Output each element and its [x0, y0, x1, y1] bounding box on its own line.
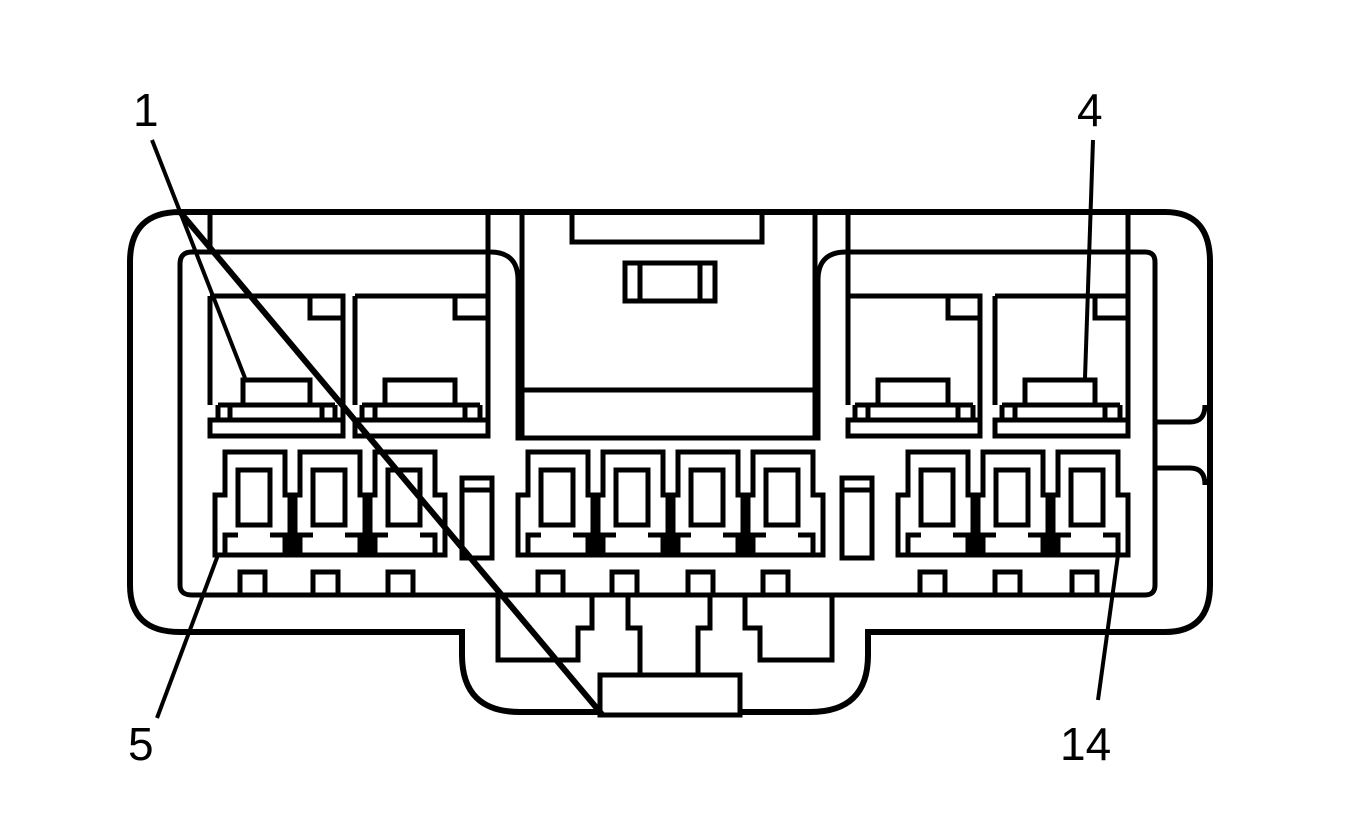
right-side-latch — [1155, 404, 1208, 486]
bottom-pad-5 — [609, 569, 640, 598]
callout-1: 1 — [133, 84, 159, 136]
bottom-pad-2 — [310, 569, 341, 598]
bottom-pad-8 — [917, 569, 948, 598]
callout-5: 5 — [128, 718, 154, 770]
spacer-block-left — [459, 475, 495, 561]
bottom-pad-3 — [385, 569, 416, 598]
bottom-latch-housing — [495, 595, 835, 678]
leader-line-4 — [1083, 139, 1095, 379]
small-cavity-1 — [212, 449, 298, 558]
bottom-pad-row — [237, 569, 1100, 598]
leader-line-1 — [150, 139, 247, 379]
large-cavity-1 — [207, 293, 346, 439]
large-cavity-3 — [845, 293, 983, 439]
bottom-pad-1 — [237, 569, 268, 598]
bottom-pad-7 — [760, 569, 791, 598]
small-cavity-7 — [740, 449, 826, 558]
small-cavity-6 — [665, 449, 751, 558]
leader-line-14 — [1096, 554, 1120, 701]
inner-housing-outline — [177, 249, 1158, 598]
callout-14: 14 — [1060, 718, 1111, 770]
center-latch-bar — [569, 209, 765, 245]
top-rib-lines — [207, 212, 1131, 438]
small-cavity-row — [212, 449, 1131, 558]
bottom-pad-10 — [1069, 569, 1100, 598]
connector-housing-outline — [127, 208, 1213, 715]
small-cavity-3 — [362, 449, 448, 558]
bottom-pad-6 — [685, 569, 716, 598]
center-latch-window — [622, 260, 718, 304]
large-cavity-2 — [352, 293, 491, 439]
center-latch-window-divider — [637, 263, 703, 301]
callout-4: 4 — [1077, 84, 1103, 136]
small-cavity-10 — [1045, 449, 1131, 558]
small-cavity-4 — [515, 449, 601, 558]
small-cavity-5 — [590, 449, 676, 558]
spacer-block-right — [839, 475, 875, 561]
bottom-latch-tab — [597, 672, 743, 718]
small-cavity-8 — [895, 449, 981, 558]
large-cavity-4 — [992, 293, 1131, 439]
small-cavity-9 — [970, 449, 1056, 558]
bottom-pad-4 — [535, 569, 566, 598]
leader-line-5 — [155, 554, 220, 719]
small-cavity-2 — [287, 449, 373, 558]
bottom-pad-9 — [992, 569, 1023, 598]
